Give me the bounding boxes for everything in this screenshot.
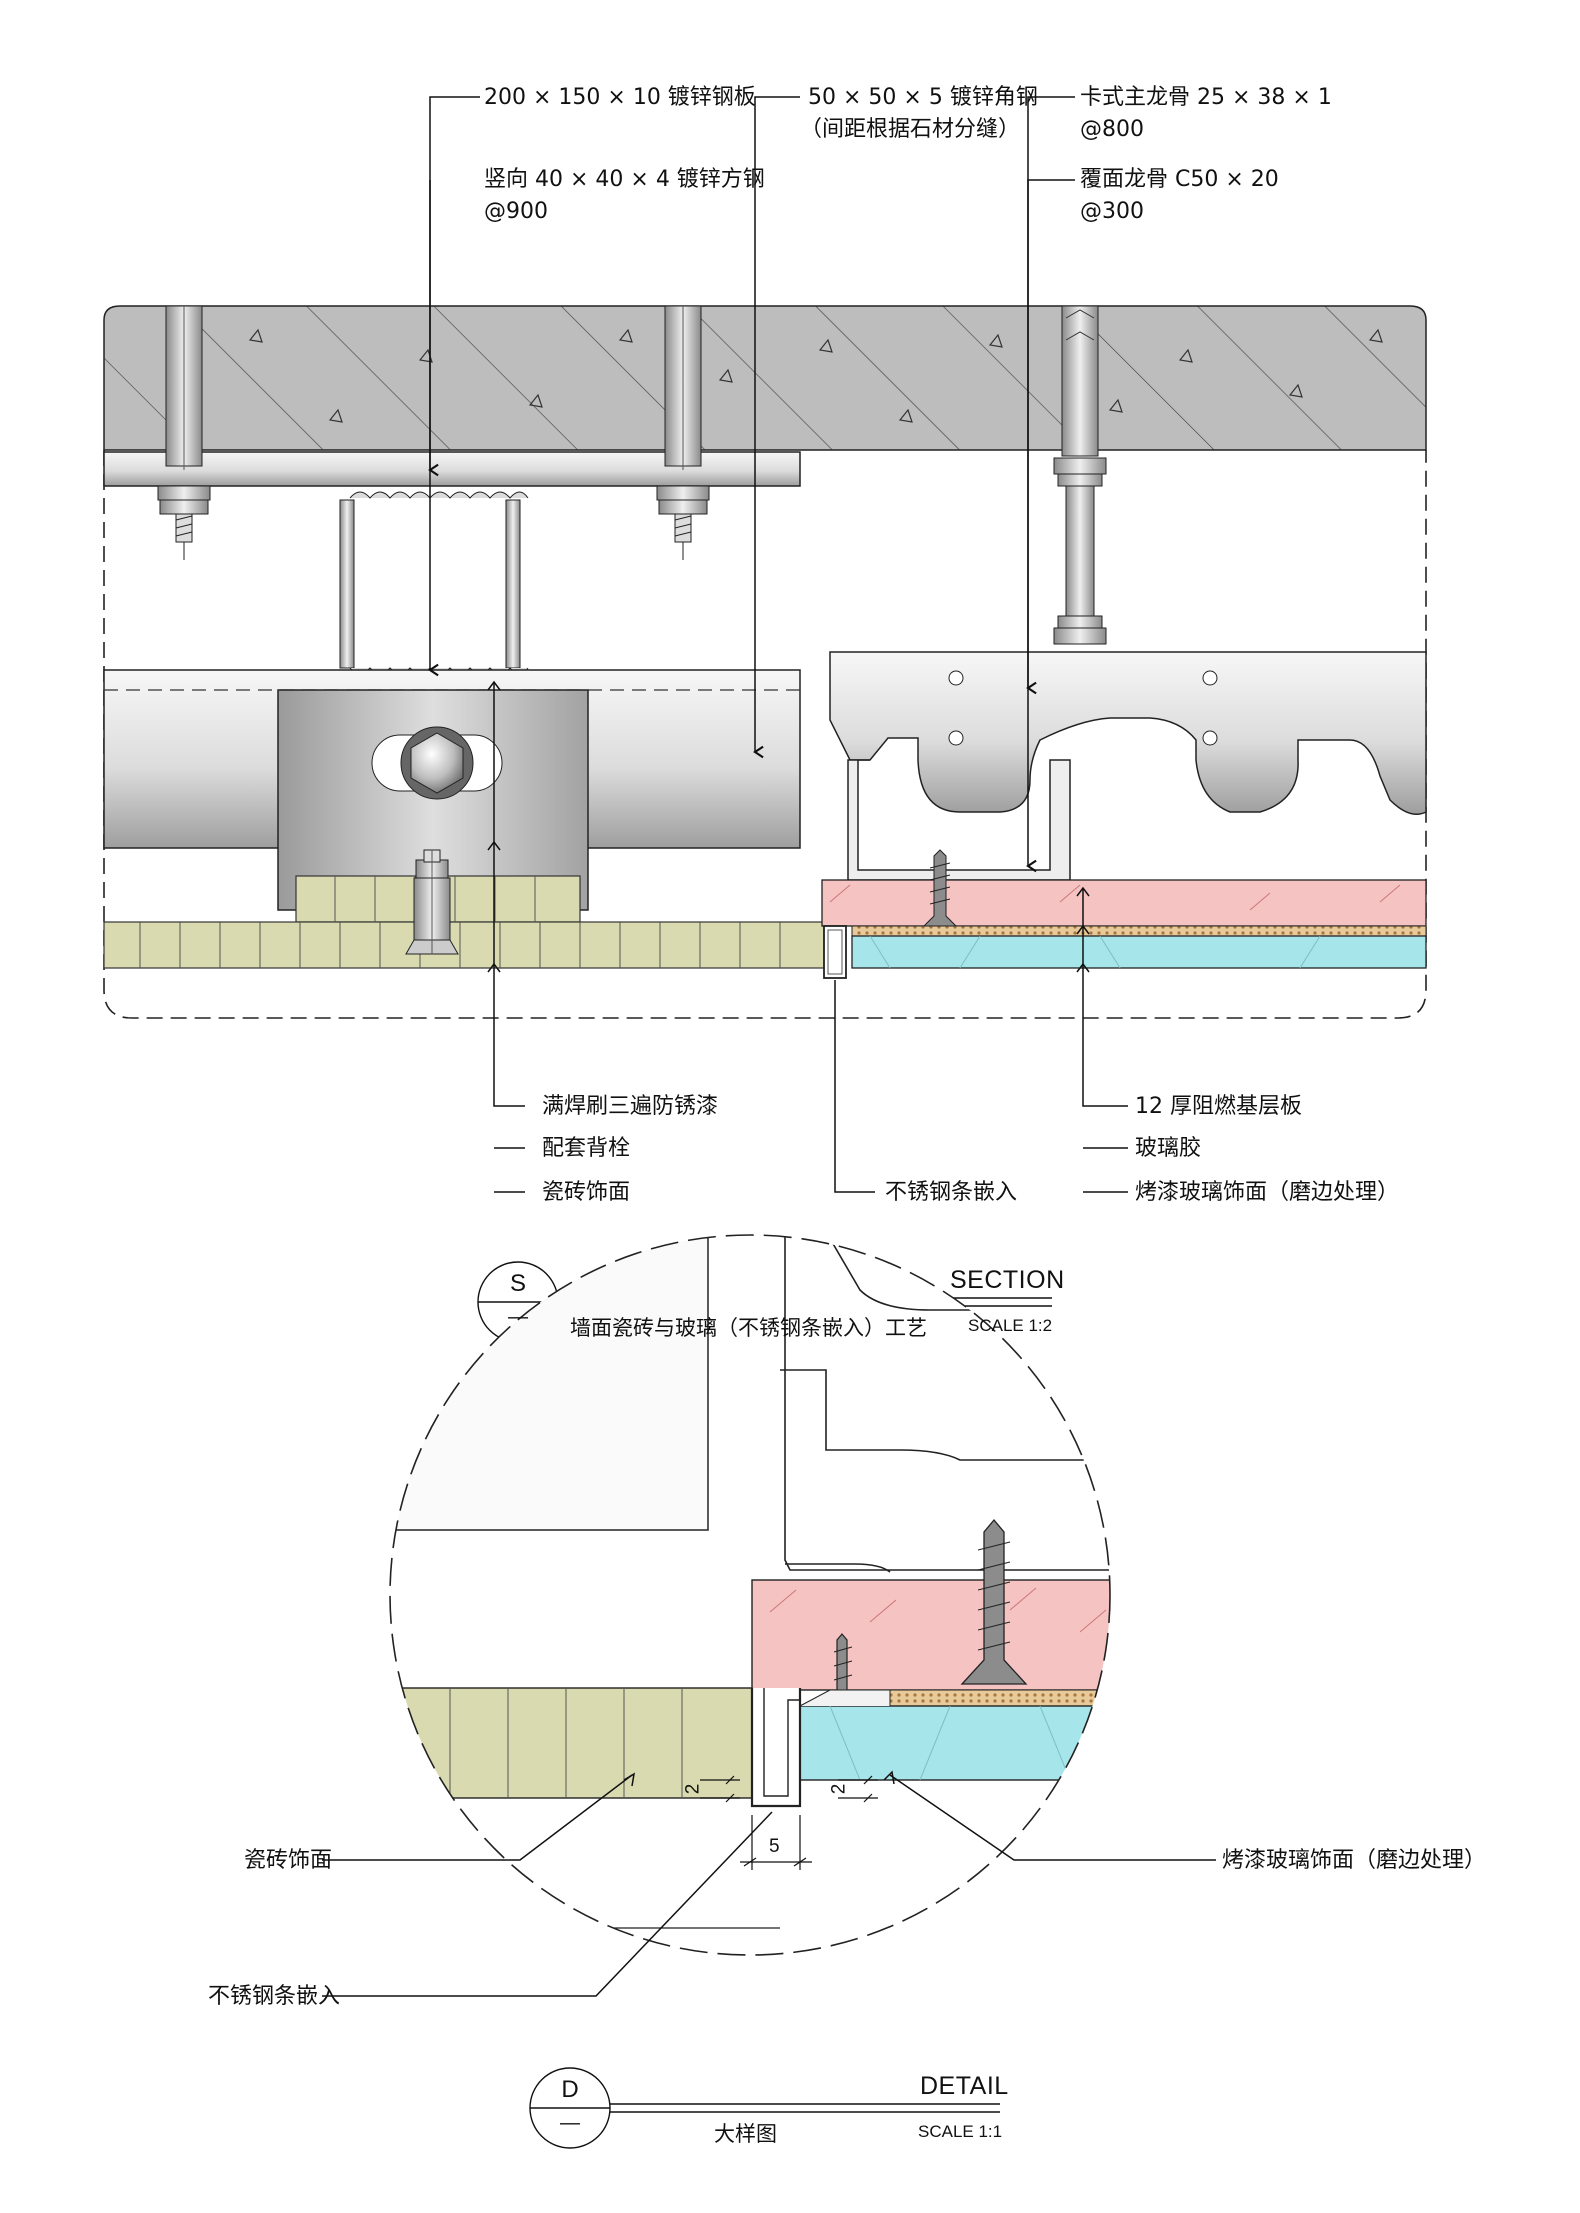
- label-cover-keel-spacing: @300: [1080, 199, 1144, 224]
- concrete-slab: [103, 305, 1427, 451]
- detail-title-cn: 大样图: [714, 2122, 777, 2146]
- dim-gap-left: 2: [682, 1783, 704, 1795]
- label-tile: 瓷砖饰面: [542, 1180, 631, 1205]
- label-steel-plate: 200 × 150 × 10 镀锌钢板: [484, 85, 756, 110]
- label-square-tube-spacing: @900: [484, 199, 548, 224]
- detail-glue: [889, 1689, 1110, 1707]
- detail-dimensions: [700, 1775, 878, 1870]
- square-steel-tube: [339, 491, 529, 675]
- detail-label-glass: 烤漆玻璃饰面（磨边处理）: [1222, 1848, 1487, 1873]
- label-base-board: 12 厚阻燃基层板: [1135, 1094, 1302, 1119]
- concrete-aggregate: [168, 328, 1383, 423]
- detail-title-en: DETAIL: [920, 2072, 1009, 2100]
- label-weld: 满焊刷三遍防锈漆: [542, 1094, 719, 1119]
- dim-strip-width: 5: [769, 1836, 780, 1857]
- stainless-steel-strip: [823, 925, 847, 979]
- section-leaders-bottom: [487, 680, 1128, 1193]
- section-symbol: S: [509, 1270, 526, 1297]
- expansion-anchor-left: [157, 305, 211, 560]
- section-number: —: [508, 1306, 528, 1328]
- section-title-en: SECTION: [950, 1266, 1065, 1294]
- detail-scale: SCALE 1:1: [918, 2122, 1003, 2141]
- expansion-anchor-right: [656, 305, 710, 560]
- glass-glue: [851, 925, 1427, 937]
- section-scale: SCALE 1:2: [968, 1316, 1053, 1335]
- detail-circle: [389, 1234, 1111, 1956]
- dim-gap-right: 2: [828, 1783, 850, 1795]
- detail-label-tile: 瓷砖饰面: [244, 1848, 333, 1873]
- section-view: [103, 96, 1427, 1343]
- label-painted-glass: 烤漆玻璃饰面（磨边处理）: [1135, 1180, 1400, 1205]
- detail-title-block: [529, 2067, 1000, 2149]
- label-angle-steel: 50 × 50 × 5 镀锌角钢: [808, 85, 1038, 110]
- detail-glass: [799, 1705, 1110, 1781]
- painted-glass: [851, 935, 1427, 969]
- cover-keel-c50: [847, 759, 1071, 881]
- label-cover-keel: 覆面龙骨 C50 × 20: [1080, 167, 1279, 192]
- label-stainless-strip: 不锈钢条嵌入: [885, 1180, 1018, 1205]
- detail-label-strip: 不锈钢条嵌入: [208, 1984, 341, 2009]
- detail-leaders: [322, 1770, 1216, 1997]
- main-keel-hanger: [1053, 305, 1107, 645]
- fire-retardant-board: [821, 879, 1427, 927]
- detail-board: [751, 1579, 1110, 1691]
- detail-screw-large: [960, 1518, 1028, 1685]
- label-angle-spacing: （间距根据石材分缝）: [800, 117, 1021, 142]
- label-back-bolt: 配套背栓: [542, 1136, 631, 1161]
- detail-stainless-strip: [750, 1688, 802, 1808]
- label-main-keel: 卡式主龙骨 25 × 38 × 1: [1080, 85, 1332, 110]
- keel-holes: [948, 670, 1218, 746]
- detail-symbol: D: [561, 2076, 579, 2103]
- label-glass-glue: 玻璃胶: [1135, 1136, 1202, 1161]
- back-bolt: [405, 849, 459, 955]
- ceramic-tile: [103, 875, 825, 969]
- detail-view: [322, 1234, 1216, 2149]
- detail-number: —: [560, 2112, 580, 2134]
- label-main-keel-spacing: @800: [1080, 117, 1144, 142]
- label-square-tube: 竖向 40 × 40 × 4 镀锌方钢: [484, 167, 765, 192]
- card-main-keel: [829, 651, 1427, 815]
- section-boundary: [103, 450, 1427, 1019]
- section-title-cn: 墙面瓷砖与玻璃（不锈钢条嵌入）工艺: [570, 1316, 927, 1340]
- back-bolt-block: [277, 689, 589, 911]
- section-leaders-top: [428, 96, 1075, 873]
